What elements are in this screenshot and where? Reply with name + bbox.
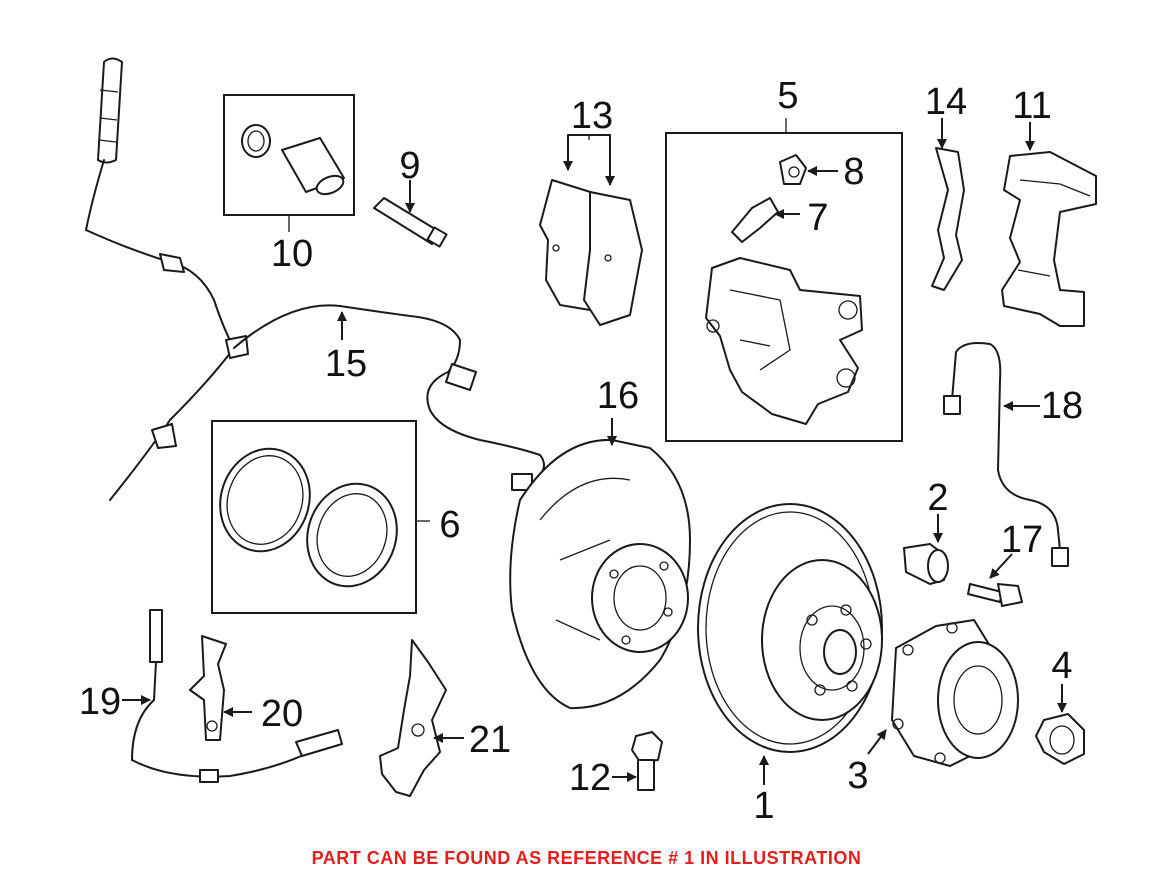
ref-label-1: 1	[753, 785, 774, 827]
part-1-brake-rotor	[697, 503, 883, 753]
ref-label-12: 12	[569, 757, 611, 799]
ref-label-14: 14	[925, 81, 967, 123]
part-17-arrow	[989, 553, 1013, 579]
ref-label-4: 4	[1051, 645, 1072, 687]
ref-label-3: 3	[847, 755, 868, 797]
part-16-splash-shield	[509, 438, 691, 710]
ref-label-2: 2	[927, 477, 948, 519]
part-6-box	[211, 420, 417, 614]
part-5-box	[665, 132, 903, 442]
ref-label-16: 16	[597, 375, 639, 417]
part-6-seal-kit	[219, 447, 398, 588]
ref-label-20: 20	[261, 693, 303, 735]
part-14-clip	[931, 147, 965, 291]
part-9-guide-pin	[373, 197, 448, 248]
ref-label-10: 10	[271, 233, 313, 275]
ref-label-15: 15	[325, 343, 367, 385]
part-5-caliper-body	[705, 257, 863, 425]
ref-label-17: 17	[1001, 519, 1043, 561]
ref-label-8: 8	[843, 151, 864, 193]
part-15-wear-sensor-cable	[85, 57, 545, 501]
part-8-cap	[779, 154, 807, 185]
part-20-bracket	[189, 635, 227, 741]
ref-label-18: 18	[1041, 385, 1083, 427]
ref-label-7: 7	[807, 197, 828, 239]
part-17-bolt	[967, 583, 1023, 607]
part-2-bushing	[903, 543, 949, 585]
part-18-brake-hose	[943, 342, 1069, 567]
ref-label-19: 19	[79, 681, 121, 723]
part-21-bracket	[379, 639, 447, 797]
part-3-arrow	[867, 729, 887, 755]
reference-caption: PART CAN BE FOUND AS REFERENCE # 1 IN IL…	[311, 848, 862, 868]
part-10-guide-bushing	[241, 124, 345, 196]
part-7-bleeder	[731, 197, 779, 243]
part-13-brake-pads	[539, 179, 643, 326]
part-19-speed-sensor	[131, 609, 343, 783]
ref-label-9: 9	[399, 145, 420, 187]
ref-label-11: 11	[1012, 85, 1051, 127]
part-12-bolt	[631, 731, 663, 791]
part-3-wheel-hub	[891, 619, 1019, 767]
ref-label-21: 21	[469, 719, 511, 761]
part-11-caliper-carrier	[1001, 151, 1097, 327]
part-4-hub-nut	[1035, 713, 1085, 765]
ref-label-6: 6	[439, 504, 460, 546]
ref-label-13: 13	[571, 95, 613, 137]
ref-label-5: 5	[777, 75, 798, 117]
